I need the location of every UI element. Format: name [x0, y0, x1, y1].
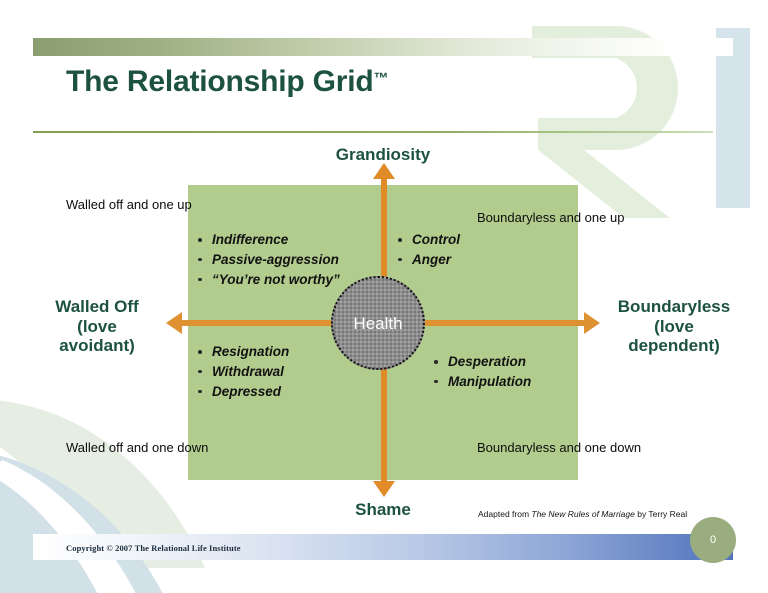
attribution-prefix: Adapted from — [478, 509, 532, 519]
header-gradient-bar — [33, 38, 733, 56]
title-divider — [33, 131, 713, 133]
axis-label-walled-off-line2: (love — [77, 316, 117, 336]
list-item: Indifference — [196, 230, 340, 250]
list-item: Control — [396, 230, 460, 250]
trademark-symbol: ™ — [373, 70, 389, 87]
page-number-badge: 0 — [690, 517, 736, 563]
axis-label-boundaryless-line1: Boundaryless — [617, 297, 731, 316]
list-item: Withdrawal — [196, 362, 289, 382]
quadrant-items-bottom-right: Desperation Manipulation — [432, 352, 531, 392]
health-label: Health — [353, 313, 403, 333]
source-attribution: Adapted from The New Rules of Marriage b… — [478, 509, 687, 519]
attribution-book-title: The New Rules of Marriage — [531, 509, 635, 519]
list-item: Manipulation — [432, 372, 531, 392]
list-item: Anger — [396, 250, 460, 270]
page-title: The Relationship Grid™ — [66, 65, 389, 99]
arrow-up-icon — [373, 163, 395, 179]
axis-label-boundaryless: Boundaryless (love dependent) — [594, 297, 754, 356]
axis-label-walled-off-line1: Walled Off — [55, 297, 139, 316]
quadrant-items-top-right: Control Anger — [396, 230, 460, 270]
axis-label-walled-off: Walled Off (love avoidant) — [22, 297, 172, 356]
quadrant-label-top-right: Boundaryless and one up — [477, 210, 625, 225]
list-item: “You’re not worthy” — [196, 270, 340, 290]
copyright-text: Copyright © 2007 The Relational Life Ins… — [66, 543, 241, 553]
list-item: Resignation — [196, 342, 289, 362]
quadrant-label-top-left: Walled off and one up — [66, 197, 192, 212]
arrow-left-icon — [166, 312, 182, 334]
page-title-text: The Relationship Grid — [66, 65, 374, 98]
axis-label-boundaryless-line2: (love — [654, 316, 694, 336]
axis-label-shame: Shame — [355, 500, 411, 519]
arrow-right-icon — [584, 312, 600, 334]
quadrant-items-bottom-left: Resignation Withdrawal Depressed — [196, 342, 289, 402]
axis-label-boundaryless-line3: dependent) — [628, 336, 720, 356]
axis-label-walled-off-line3: avoidant) — [59, 336, 135, 356]
arrow-down-icon — [373, 481, 395, 497]
list-item: Passive-aggression — [196, 250, 340, 270]
quadrant-label-bottom-left: Walled off and one down — [66, 440, 209, 455]
quadrant-label-bottom-right: Boundaryless and one down — [477, 440, 642, 455]
attribution-suffix: by Terry Real — [634, 509, 688, 519]
axis-label-grandiosity: Grandiosity — [335, 145, 431, 164]
health-zone-circle: Health — [331, 276, 425, 370]
list-item: Depressed — [196, 382, 289, 402]
list-item: Desperation — [432, 352, 531, 372]
quadrant-items-top-left: Indifference Passive-aggression “You’re … — [196, 230, 340, 290]
footer-gradient-bar — [33, 534, 733, 560]
